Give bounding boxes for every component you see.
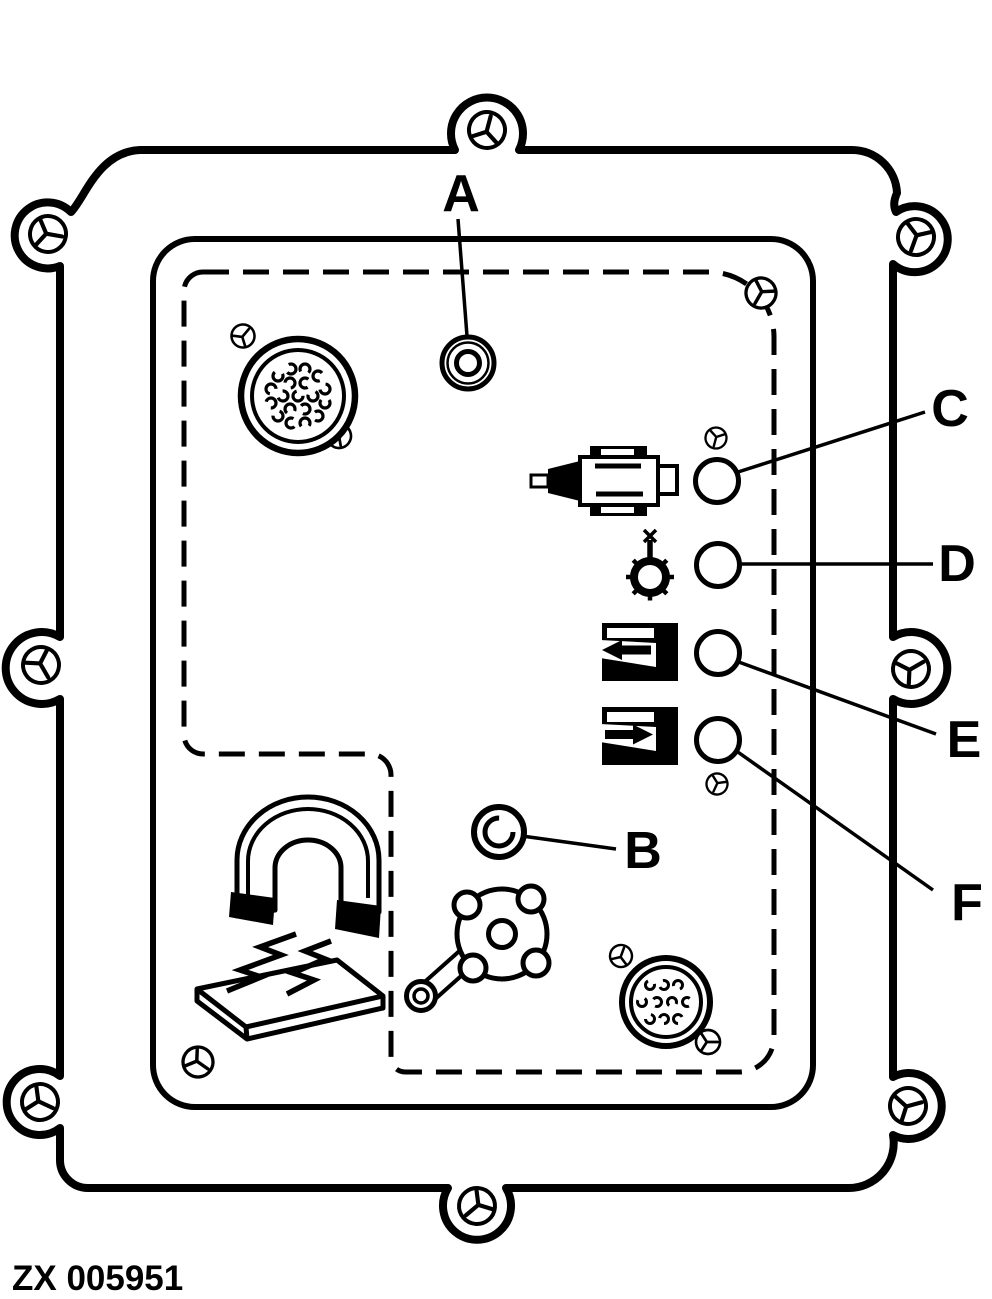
screw-icon <box>893 214 939 260</box>
leader-c <box>737 410 926 474</box>
screw-icon <box>452 1181 503 1232</box>
outer-gasket-outline <box>1 93 952 1244</box>
indicator-holes <box>693 457 742 764</box>
plate <box>194 957 386 1042</box>
valve-icon <box>626 528 674 601</box>
screw-icon <box>16 640 65 689</box>
figure-number: ZX 005951 <box>12 1259 183 1298</box>
callout-e-label: E <box>947 711 982 769</box>
spark-lines <box>285 938 333 997</box>
rotary-cutter-icon <box>404 883 552 1013</box>
callout-a-label: A <box>442 165 480 223</box>
callout-f-label: F <box>951 874 983 932</box>
small-connector-icon <box>619 955 713 1049</box>
left-arrow-icon <box>602 640 651 660</box>
callout-labels: A B C D E F <box>442 165 983 932</box>
leader-f <box>733 748 935 892</box>
screw-icon <box>886 1084 930 1128</box>
flag-arrow-right-icon <box>600 707 678 765</box>
callout-b-label: B <box>624 822 662 880</box>
leader-b <box>521 834 617 851</box>
callout-leader-lines <box>456 218 937 892</box>
hole-e <box>694 629 742 677</box>
leader-e <box>735 659 937 736</box>
screw-icon <box>16 1078 64 1126</box>
screw-icon <box>886 644 935 693</box>
leader-a <box>456 218 469 337</box>
spark-lines <box>225 931 297 994</box>
port-a-grommet <box>439 334 497 392</box>
magnet-icon <box>194 794 386 1042</box>
right-arrow-icon <box>605 724 653 745</box>
callout-d-label: D <box>938 535 976 593</box>
callout-c-label: C <box>931 380 969 438</box>
screw-icon <box>27 213 69 255</box>
screw-icon <box>465 108 509 152</box>
port-b-grommet <box>471 804 527 860</box>
dashed-boundary <box>181 269 777 1075</box>
flag-arrow-left-icon <box>600 623 678 681</box>
x-mark-icon <box>642 528 658 544</box>
hole-c <box>693 457 741 505</box>
hole-d <box>694 541 742 589</box>
large-connector-icon <box>237 335 359 457</box>
solenoid-icon <box>529 446 679 516</box>
hole-f <box>694 716 742 764</box>
